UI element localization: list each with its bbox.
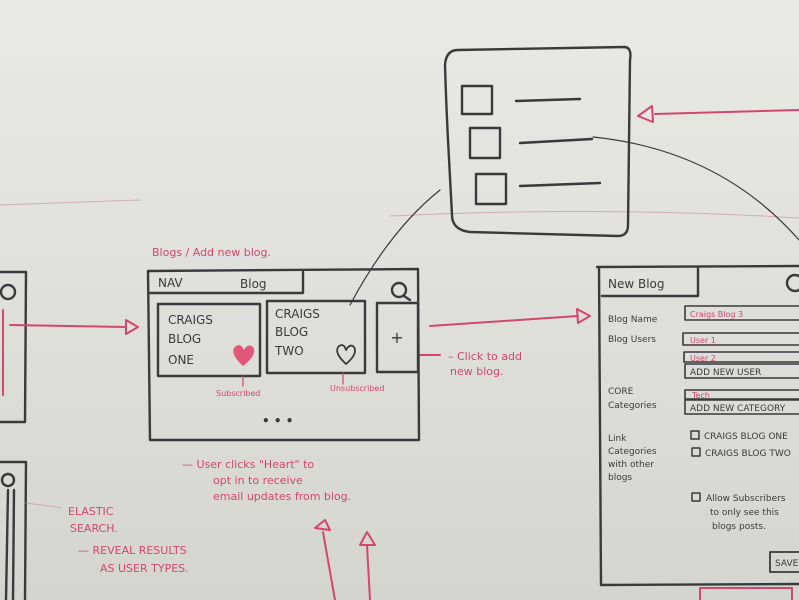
checkbox-sketch-icon: [474, 172, 508, 206]
partial-window: [0, 270, 28, 424]
blog-name-input[interactable]: [684, 305, 799, 321]
user-input[interactable]: [683, 351, 799, 363]
add-note: – Click to add: [448, 350, 522, 363]
arrow-right-icon: [9, 319, 139, 335]
nav-title: Blog: [240, 277, 267, 291]
arrow-up-icon: [314, 519, 336, 600]
user-value: User 1: [690, 336, 716, 345]
link-option-label: CRAIGS BLOG TWO: [705, 449, 791, 459]
arrow-left-icon: [637, 105, 799, 123]
search-note: ELASTIC: [68, 505, 114, 518]
link-categories-label: Link: [608, 434, 627, 444]
search-icon: [0, 283, 17, 301]
add-category-label: ADD NEW CATEGORY: [690, 404, 786, 414]
blog-card[interactable]: CRAIGS BLOG ONE: [156, 302, 262, 378]
link-categories-label: blogs: [608, 473, 632, 483]
unsubscribed-label: Unsubscribed: [330, 384, 384, 393]
card-title: BLOG: [275, 325, 308, 339]
new-blog-form: New Blog Blog Name Craigs Blog 3 Blog Us…: [595, 264, 799, 587]
card-title: BLOG: [168, 332, 201, 346]
form-tab: New Blog: [608, 277, 665, 291]
card-title: CRAIGS: [275, 307, 320, 321]
search-note: — REVEAL RESULTS: [78, 544, 187, 557]
core-categories-label: CORE: [608, 387, 634, 397]
heart-outline-icon[interactable]: [336, 344, 356, 365]
plus-icon: +: [390, 328, 403, 347]
blog-card[interactable]: CRAIGS BLOG TWO: [265, 299, 367, 375]
link-checkbox[interactable]: [691, 447, 701, 457]
link-categories-label: with other: [608, 460, 654, 470]
search-note: SEARCH.: [70, 522, 118, 535]
allow-subscribers-label: to only see this: [710, 508, 779, 518]
connector-line: [349, 189, 441, 306]
title-note: Blogs / Add new blog.: [152, 246, 271, 259]
arrow-right-icon: [429, 308, 591, 327]
blog-name-label: Blog Name: [608, 315, 658, 325]
nav-label: NAV: [158, 276, 183, 290]
category-input[interactable]: [684, 389, 799, 400]
card-title: ONE: [168, 353, 194, 367]
search-icon: [0, 472, 16, 488]
user-value: User 2: [690, 354, 716, 363]
add-blog-button[interactable]: +: [375, 301, 420, 374]
add-category-button[interactable]: [684, 399, 799, 415]
add-user-label: ADD NEW USER: [690, 368, 761, 378]
red-mark: [699, 587, 793, 600]
faint-line: [389, 210, 799, 219]
heart-filled-icon[interactable]: [233, 345, 255, 366]
faint-line: [24, 502, 63, 509]
search-note: AS USER TYPES.: [100, 562, 189, 575]
search-icon[interactable]: [390, 281, 408, 299]
checkbox-sketch-icon: [460, 84, 494, 116]
heart-note: — User clicks "Heart" to: [182, 458, 314, 471]
link-categories-label: Categories: [608, 447, 657, 457]
list-sketch: [443, 45, 632, 238]
core-categories-label: Categories: [608, 401, 657, 411]
arrow-up-icon: [359, 531, 376, 600]
save-label: SAVE: [775, 559, 799, 569]
user-input[interactable]: [682, 332, 799, 346]
more-ellipsis[interactable]: • • •: [262, 414, 293, 428]
allow-subscribers-label: Allow Subscribers: [706, 494, 786, 504]
connector-line: [592, 136, 799, 241]
checkbox-sketch-icon: [468, 126, 502, 160]
allow-subscribers-label: blogs posts.: [712, 522, 766, 532]
card-title: TWO: [274, 344, 304, 358]
category-value: Tech: [691, 391, 710, 400]
add-user-button[interactable]: [684, 363, 799, 379]
link-option-label: CRAIGS BLOG ONE: [704, 432, 788, 442]
allow-subscribers-checkbox[interactable]: [691, 492, 701, 502]
partial-window: [0, 460, 28, 600]
subscribed-label: Subscribed: [216, 389, 260, 398]
blog-name-value: Craigs Blog 3: [690, 310, 743, 319]
search-icon[interactable]: [785, 273, 799, 293]
add-note: new blog.: [450, 365, 503, 378]
card-title: CRAIGS: [168, 313, 213, 327]
heart-note: email updates from blog.: [213, 490, 351, 503]
faint-line: [0, 199, 141, 206]
link-checkbox[interactable]: [690, 430, 700, 440]
blog-wireframe: Blogs / Add new blog. NAV Blog CRAIGS BL…: [146, 246, 421, 442]
save-button[interactable]: [769, 551, 799, 573]
blog-users-label: Blog Users: [608, 335, 656, 345]
heart-note: opt in to receive: [213, 474, 303, 487]
